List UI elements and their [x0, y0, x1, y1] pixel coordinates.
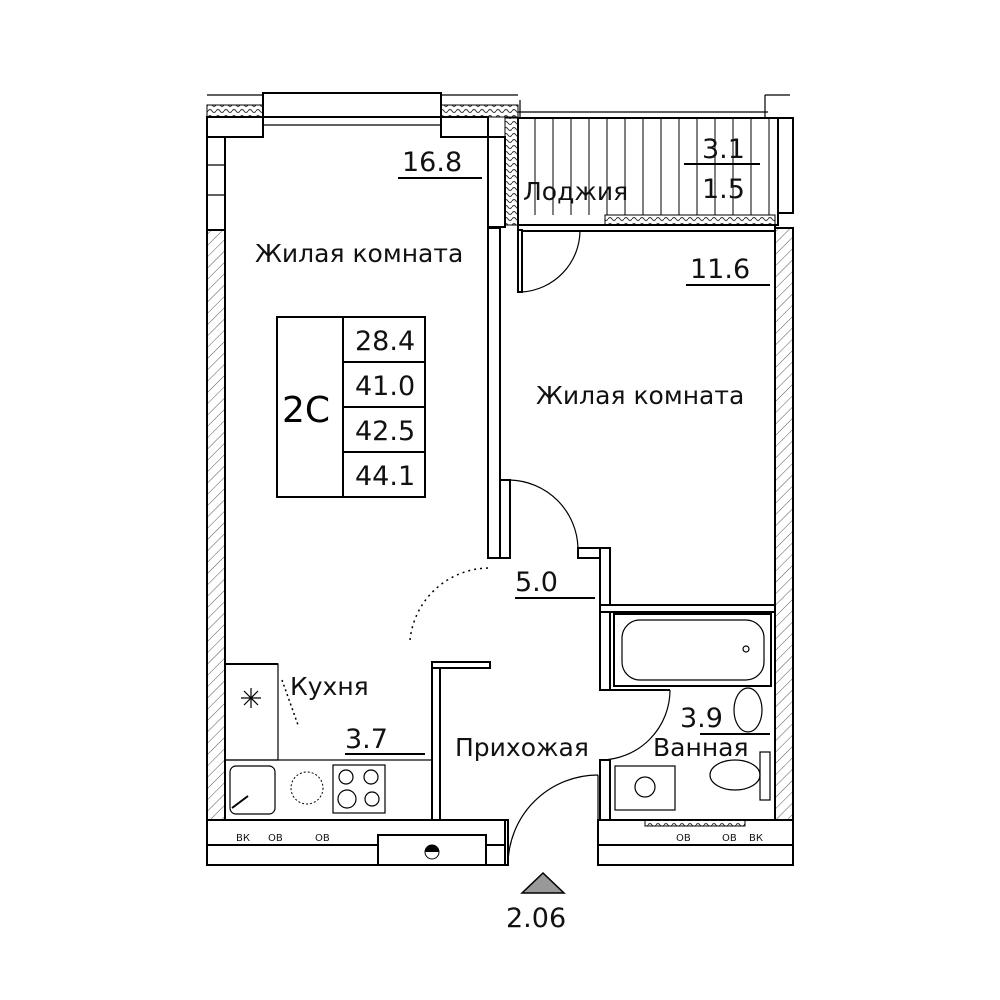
kitchen-counter — [224, 759, 433, 821]
bathroom-label: Ванная — [653, 733, 749, 762]
washing-machine — [614, 765, 676, 811]
riser-label: ВК — [749, 833, 763, 844]
living-room-1-area: 16.8 — [402, 147, 462, 178]
hallway-label: Прихожая — [455, 733, 589, 762]
area-value: 42.5 — [355, 416, 415, 447]
kitchen-arch — [409, 567, 491, 641]
top-wall — [206, 92, 519, 138]
living-room-2-label: Жилая комната — [536, 381, 744, 410]
toilet — [709, 759, 761, 791]
entrance-door-swing — [507, 774, 599, 866]
left-wall — [206, 229, 226, 821]
riser-label: ОВ — [676, 833, 691, 844]
ceiling-height: 2.06 — [506, 903, 566, 934]
bath-door-swing — [599, 689, 671, 761]
loggia-label: Лоджия — [523, 177, 628, 206]
loggia — [504, 94, 794, 226]
bathroom-area: 3.9 — [680, 703, 723, 734]
kitchen-sink — [229, 765, 276, 815]
area-table: 2С 28.4 41.0 42.5 44.1 — [276, 316, 426, 498]
riser-label: ВК — [236, 833, 250, 844]
loggia-area: 3.1 — [702, 134, 745, 165]
apartment-type: 2С — [282, 390, 330, 431]
hallway-area: 5.0 — [515, 567, 558, 598]
loggia-area-reduced: 1.5 — [702, 174, 745, 205]
entrance-arrow-icon — [520, 871, 566, 894]
right-wall — [774, 227, 794, 821]
kitchen-area: 3.7 — [345, 724, 388, 755]
partition-wall — [487, 227, 501, 559]
area-value: 28.4 — [355, 326, 415, 357]
kitchen-appliance — [290, 771, 324, 805]
living-room-2-area: 11.6 — [690, 254, 750, 285]
bathtub — [613, 613, 772, 687]
window — [262, 92, 442, 118]
riser-label: ОВ — [268, 833, 283, 844]
area-value: 44.1 — [355, 461, 415, 492]
area-value: 41.0 — [355, 371, 415, 402]
riser-label: ОВ — [315, 833, 330, 844]
loggia-door-swing — [521, 230, 581, 293]
living-room-1-label: Жилая комната — [255, 239, 463, 268]
bottom-wall — [206, 819, 794, 866]
kitchen-label: Кухня — [290, 672, 369, 701]
sink — [733, 687, 763, 733]
stove — [332, 764, 386, 814]
room-door-swing — [509, 479, 579, 549]
ventilation-icon — [241, 688, 261, 708]
riser-label: ОВ — [722, 833, 737, 844]
